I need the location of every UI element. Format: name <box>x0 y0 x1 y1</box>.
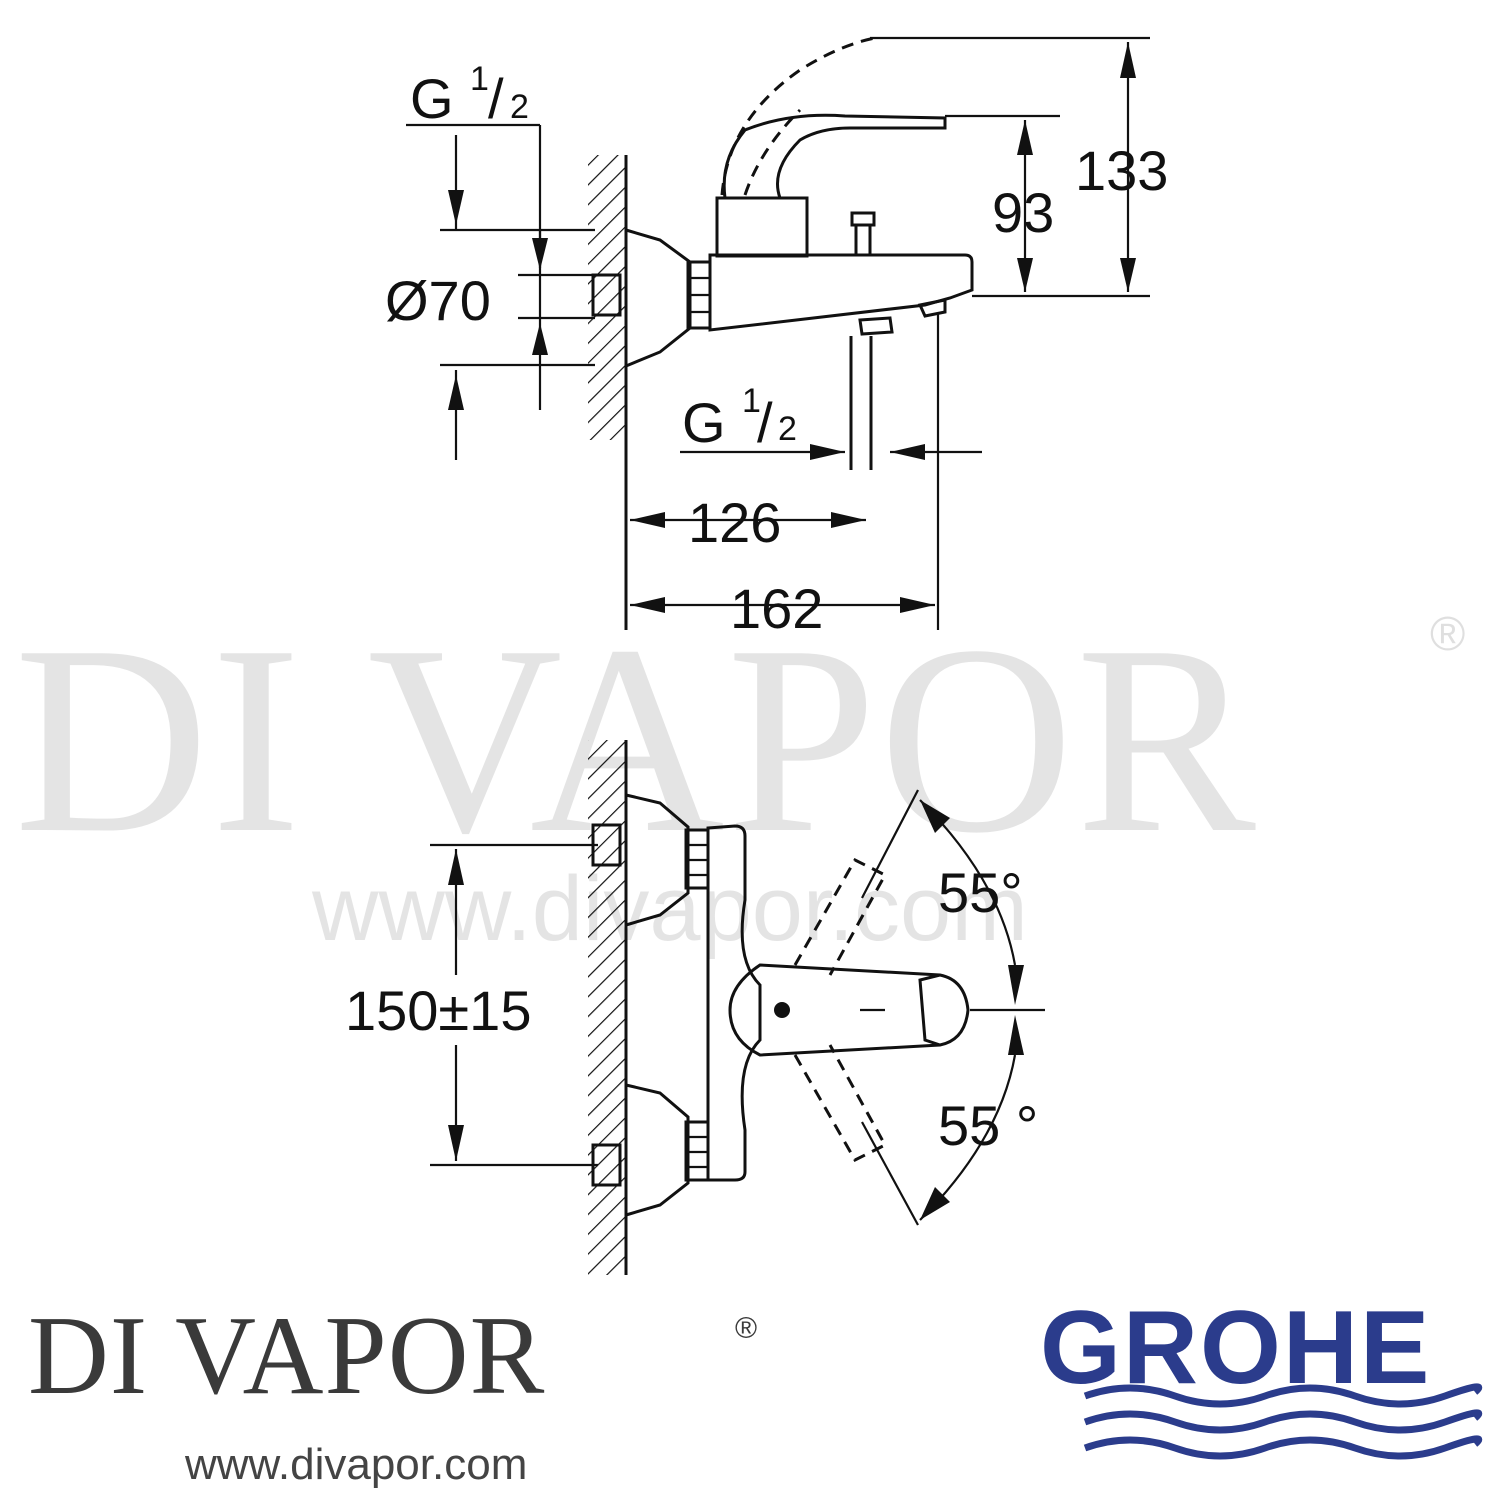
height-handle-label: 93 <box>992 181 1054 244</box>
thread-top-base: G <box>410 67 454 130</box>
lever-down-dashed <box>793 1044 888 1162</box>
divapor-registered: ® <box>735 1312 758 1345</box>
diverter-stem <box>854 223 872 257</box>
thread-top-den: 2 <box>510 88 529 126</box>
cartridge-top <box>715 196 809 258</box>
escutcheon-front-lower <box>625 1083 690 1217</box>
svg-text:/: / <box>488 67 504 130</box>
lever-hub <box>774 1002 790 1018</box>
wall-hatch-front <box>588 740 626 1275</box>
outlet-nut <box>858 316 894 336</box>
divapor-logo: DI VAPOR <box>28 1294 546 1418</box>
diameter-label: Ø70 <box>385 269 491 332</box>
divapor-url: www.divapor.com <box>185 1440 528 1489</box>
width-total-label: 162 <box>730 577 823 640</box>
bath-outlet <box>917 298 947 318</box>
watermark-text: DI VAPOR <box>14 590 1258 889</box>
mixer-body-front <box>706 824 762 1182</box>
svg-text:/: / <box>757 391 773 454</box>
height-total-label: 133 <box>1075 139 1168 202</box>
angle-up-label: 55° <box>938 861 1023 924</box>
watermark-registered: ® <box>1430 608 1465 661</box>
diverter-cap <box>850 211 876 227</box>
width-outlet-label: 126 <box>688 491 781 554</box>
thread-spout-num: 1 <box>742 382 761 420</box>
thread-spout-den: 2 <box>778 410 797 448</box>
thread-top-num: 1 <box>470 60 489 98</box>
escutcheon-top <box>625 228 692 368</box>
side-view: G 1 / 2 Ø70 93 133 G 1 / 2 <box>385 36 1168 640</box>
connector-square-top <box>591 273 622 317</box>
angle-down-label: 55 ° <box>938 1094 1038 1157</box>
lever-travel-dashed <box>720 36 876 196</box>
mixer-body-top <box>708 253 974 332</box>
watermark: DI VAPOR ® www.divapor.com <box>14 590 1465 960</box>
front-view: 55° 55 ° 150±15 <box>345 740 1045 1275</box>
lever-top <box>722 113 947 199</box>
centres-label: 150±15 <box>345 979 531 1042</box>
grohe-logo: GROHE <box>1040 1290 1432 1406</box>
grohe-waves <box>1083 1383 1483 1460</box>
thread-spout-base: G <box>682 391 726 454</box>
lever-up-dashed <box>793 858 888 976</box>
